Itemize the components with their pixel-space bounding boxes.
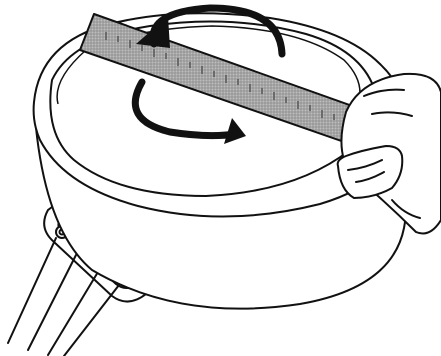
instruction-illustration xyxy=(0,0,441,356)
